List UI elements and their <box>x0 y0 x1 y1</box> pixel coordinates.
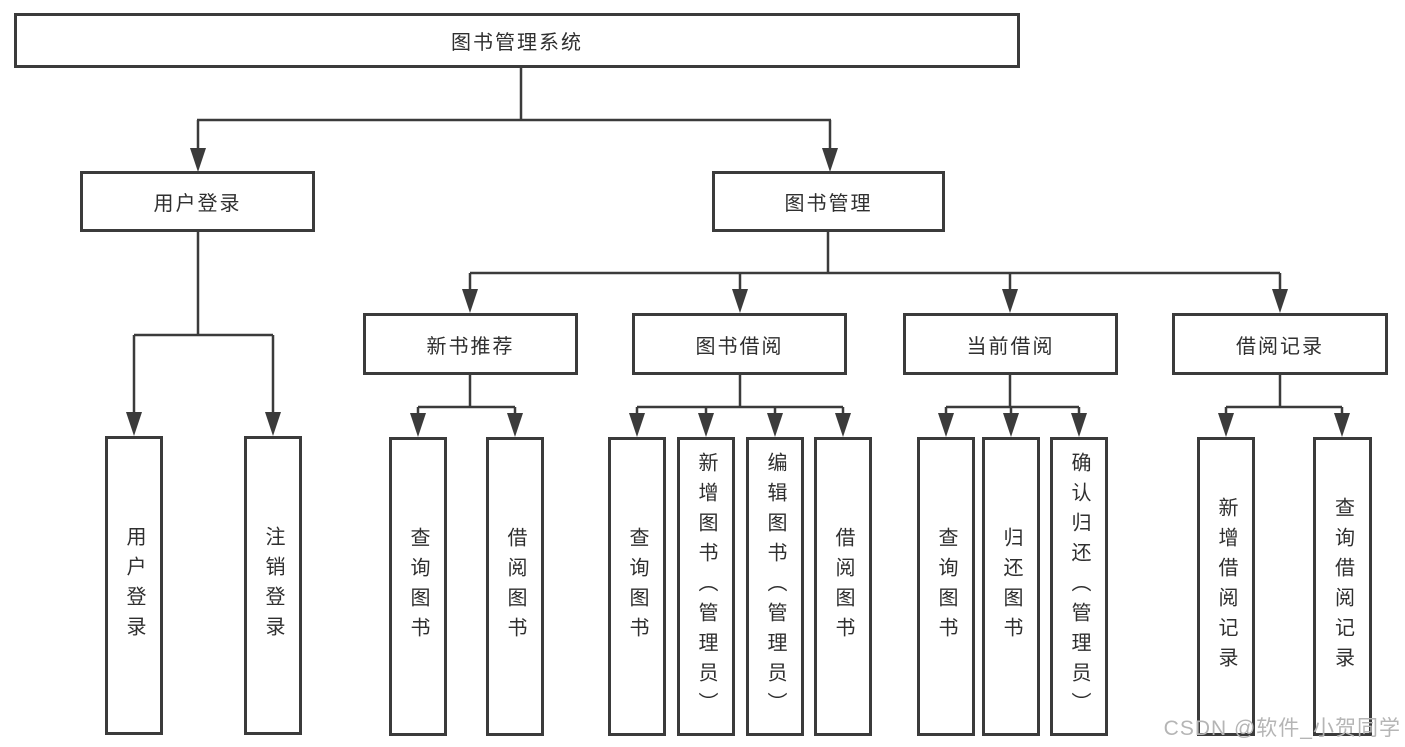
csdn-watermark: CSDN @软件_小贺同学 <box>1163 717 1401 740</box>
node-borrow-record-label: 借阅记录 <box>1236 335 1324 358</box>
leaf-borrow-query-books: 查询图书 <box>608 437 666 736</box>
node-user-login-branch: 用户登录 <box>80 171 315 232</box>
leaf-recommend-borrow-books-label: 借阅图书 <box>504 526 526 647</box>
leaf-borrow-edit-books-admin: 编辑图书（管理员） <box>746 437 804 736</box>
leaf-borrow-borrow-books: 借阅图书 <box>814 437 872 736</box>
leaf-user-login: 用户登录 <box>105 436 163 735</box>
leaf-recommend-borrow-books: 借阅图书 <box>486 437 544 736</box>
node-book-management-label: 图书管理 <box>784 193 873 215</box>
leaf-record-add-borrow-record: 新增借阅记录 <box>1197 437 1255 736</box>
node-new-book-recommend: 新书推荐 <box>363 313 578 375</box>
leaf-current-confirm-return-admin: 确认归还（管理员） <box>1050 437 1108 736</box>
leaf-borrow-query-books-label: 查询图书 <box>626 526 648 647</box>
leaf-current-confirm-return-admin-label: 确认归还（管理员） <box>1068 451 1090 722</box>
node-book-management-branch: 图书管理 <box>712 171 945 232</box>
node-root-system: 图书管理系统 <box>14 13 1020 68</box>
leaf-current-return-books: 归还图书 <box>982 437 1040 736</box>
node-current-borrow-label: 当前借阅 <box>966 335 1055 358</box>
leaf-record-query-borrow-record: 查询借阅记录 <box>1313 437 1372 736</box>
leaf-borrow-add-books-admin: 新增图书（管理员） <box>677 437 735 736</box>
leaf-borrow-edit-books-admin-label: 编辑图书（管理员） <box>764 451 786 722</box>
leaf-logout: 注销登录 <box>244 436 302 735</box>
leaf-user-login-label: 用户登录 <box>123 525 145 646</box>
leaf-logout-label: 注销登录 <box>262 525 284 646</box>
leaf-current-return-books-label: 归还图书 <box>1000 526 1022 647</box>
node-book-borrow-label: 图书借阅 <box>695 335 784 358</box>
node-current-borrow: 当前借阅 <box>903 313 1118 375</box>
node-user-login-label: 用户登录 <box>153 193 242 215</box>
leaf-borrow-borrow-books-label: 借阅图书 <box>832 526 854 647</box>
leaf-recommend-query-books-label: 查询图书 <box>407 526 429 647</box>
node-borrow-record: 借阅记录 <box>1172 313 1388 375</box>
leaf-current-query-books: 查询图书 <box>917 437 975 736</box>
node-new-book-recommend-label: 新书推荐 <box>426 335 515 358</box>
leaf-current-query-books-label: 查询图书 <box>935 526 957 647</box>
node-book-borrow: 图书借阅 <box>632 313 847 375</box>
leaf-borrow-add-books-admin-label: 新增图书（管理员） <box>695 451 717 722</box>
leaf-recommend-query-books: 查询图书 <box>389 437 447 736</box>
node-root-label: 图书管理系统 <box>451 32 583 54</box>
leaf-record-query-borrow-record-label: 查询借阅记录 <box>1331 496 1354 677</box>
leaf-record-add-borrow-record-label: 新增借阅记录 <box>1215 496 1237 677</box>
